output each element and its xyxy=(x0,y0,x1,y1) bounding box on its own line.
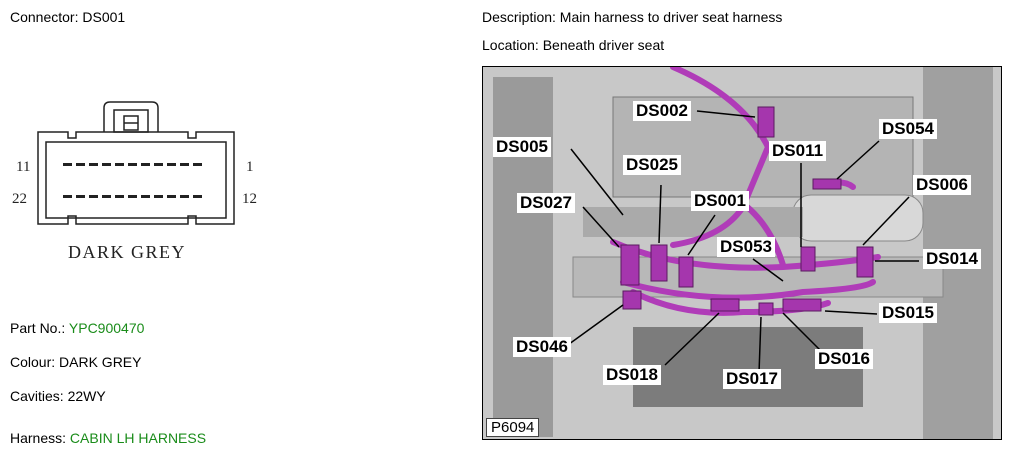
part-number-value: YPC900470 xyxy=(68,320,145,336)
part-number-label: Part No.: xyxy=(10,320,66,336)
cavities-row: Cavities: 22WY xyxy=(10,388,106,404)
connector-face-diagram: 11 22 1 12 DARK GREY xyxy=(12,101,257,262)
callout-ds001: DS001 xyxy=(691,191,749,211)
pin-label-right-top: 1 xyxy=(246,159,254,175)
callout-ds027: DS027 xyxy=(517,193,575,213)
part-number-row: Part No.: YPC900470 xyxy=(10,320,144,336)
harness-label: Harness: xyxy=(10,430,67,446)
location: Location: Beneath driver seat xyxy=(482,37,665,53)
callout-ds046: DS046 xyxy=(513,337,571,357)
description: Description: Main harness to driver seat… xyxy=(482,9,783,25)
callout-ds018: DS018 xyxy=(603,365,661,385)
harness-value: CABIN LH HARNESS xyxy=(69,430,207,446)
harness-row: Harness: CABIN LH HARNESS xyxy=(10,430,206,446)
callout-ds006: DS006 xyxy=(913,175,971,195)
connector-title: Connector: DS001 xyxy=(10,9,126,25)
pin-label-left-top: 11 xyxy=(16,159,30,175)
callout-ds053: DS053 xyxy=(717,237,775,257)
callout-ds002: DS002 xyxy=(633,101,691,121)
callout-ds016: DS016 xyxy=(815,349,873,369)
photo-reference-label: P6094 xyxy=(486,418,540,437)
pin-label-left-bottom: 22 xyxy=(12,191,27,207)
callout-ds011: DS011 xyxy=(769,141,827,161)
callout-ds014: DS014 xyxy=(923,249,981,269)
location-photo: DS002 DS005 DS025 DS011 DS054 DS006 DS02… xyxy=(482,66,1002,440)
connector-colour-label: DARK GREY xyxy=(68,242,186,262)
pin-label-right-bottom: 12 xyxy=(242,191,257,207)
callout-ds054: DS054 xyxy=(879,119,937,139)
callout-ds025: DS025 xyxy=(623,155,681,175)
callout-ds015: DS015 xyxy=(879,303,937,323)
colour-row: Colour: DARK GREY xyxy=(10,354,142,370)
callout-ds005: DS005 xyxy=(493,137,551,157)
callout-ds017: DS017 xyxy=(723,369,781,389)
